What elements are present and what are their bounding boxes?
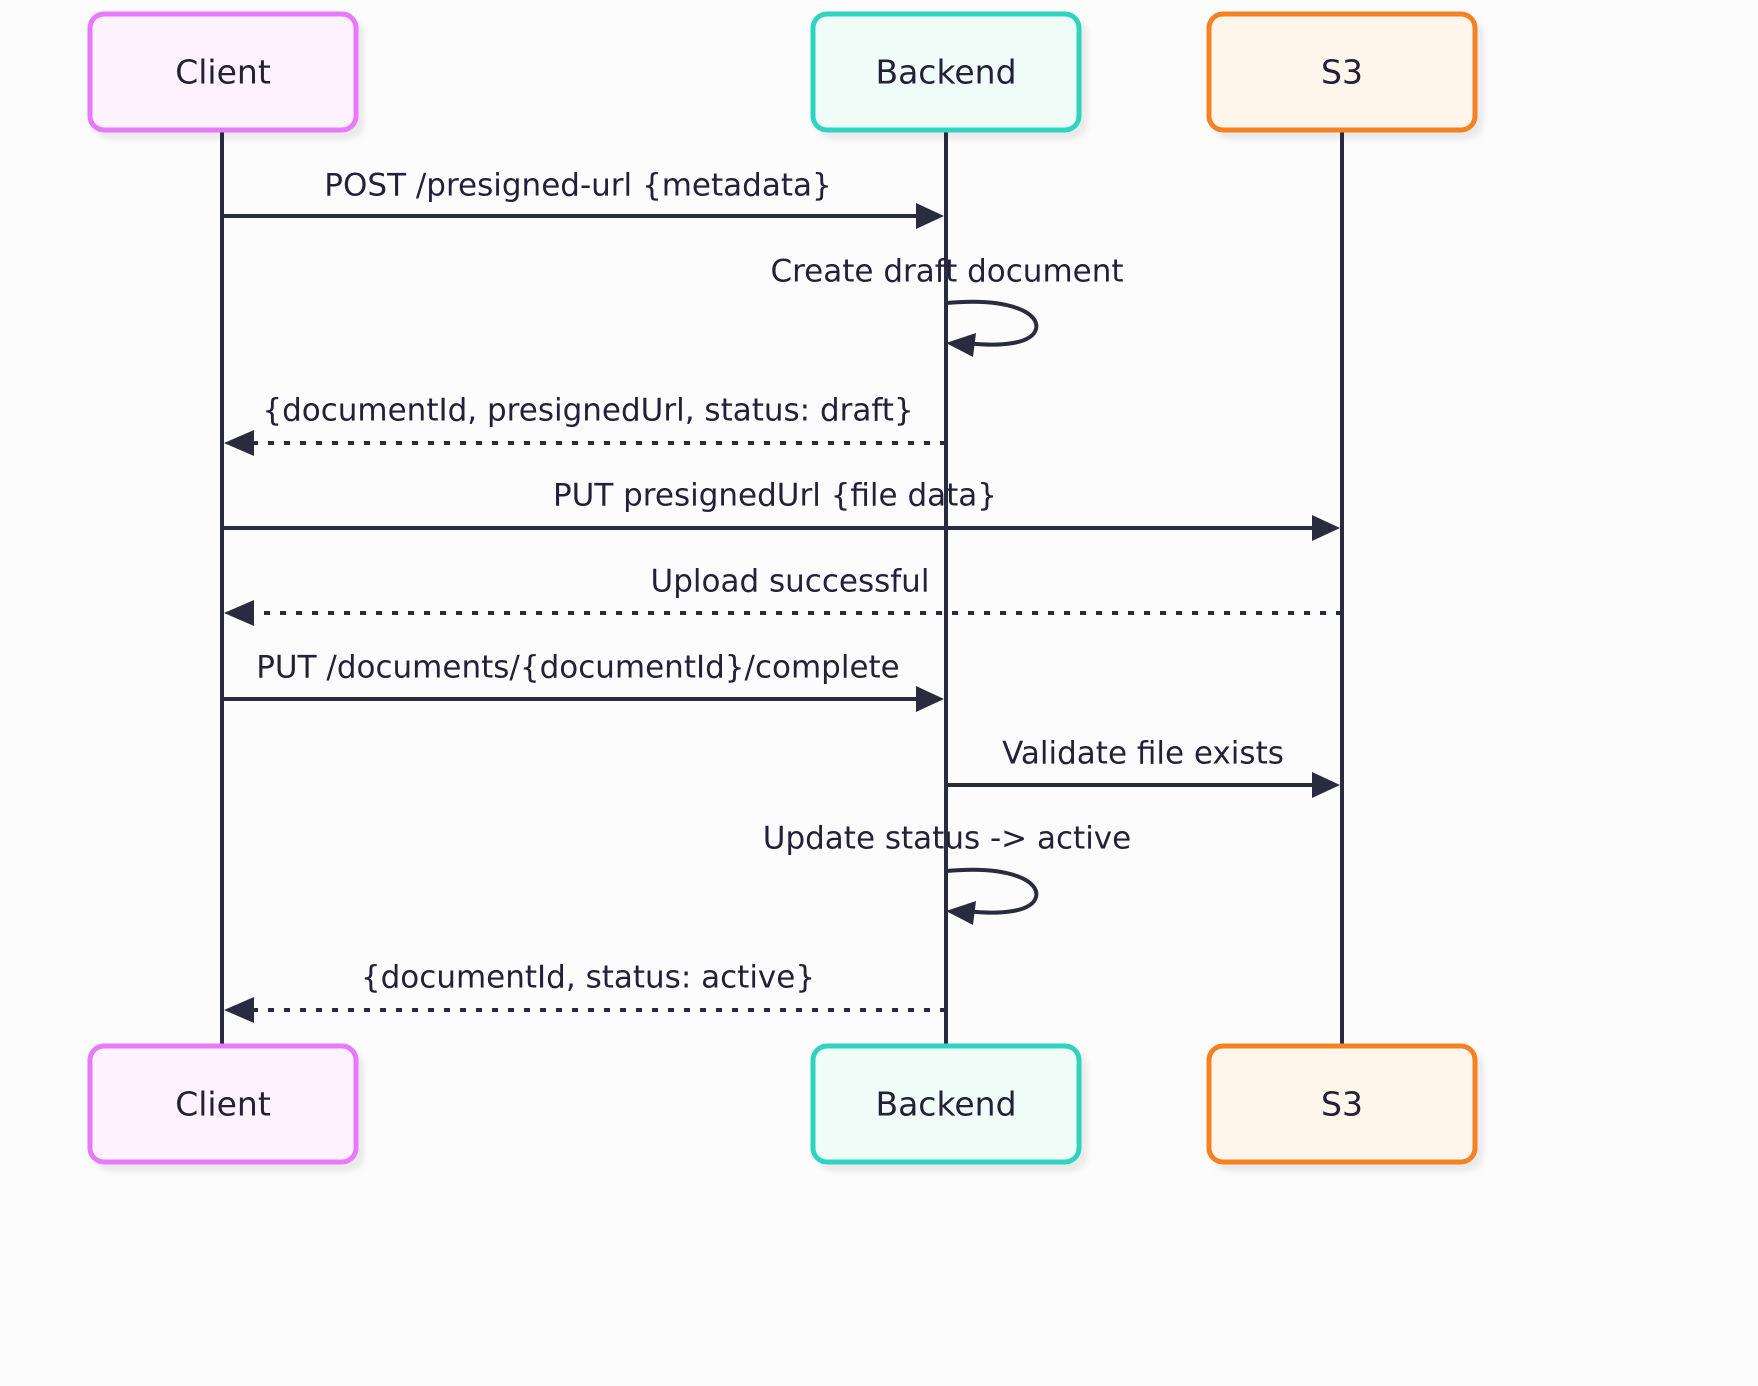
participant-backend-bottom[interactable]: Backend	[810, 1043, 1082, 1165]
participant-label-s3-top: S3	[1321, 53, 1363, 92]
participant-box[interactable]	[87, 1043, 359, 1165]
participant-box[interactable]	[1206, 1043, 1478, 1165]
participant-label-client-bottom: Client	[175, 1085, 271, 1124]
participant-label-backend-bottom: Backend	[875, 1085, 1016, 1124]
message-label: PUT /documents/{documentId}/complete	[256, 650, 900, 686]
participant-client-bottom[interactable]: Client	[87, 1043, 359, 1165]
participant-label-s3-bottom: S3	[1321, 1085, 1363, 1124]
arrow-head-right	[1312, 515, 1340, 541]
message-put-presigned-url-file-data[interactable]: PUT presignedUrl {file data}	[222, 478, 1340, 542]
arrow-head-left	[224, 997, 254, 1023]
arrow-head-left	[224, 600, 254, 626]
participant-label-backend-top: Backend	[875, 53, 1016, 92]
self-loop-arc	[945, 867, 1039, 915]
message-label: POST /presigned-url {metadata}	[324, 168, 831, 204]
participant-client-top[interactable]: Client	[87, 11, 359, 133]
participant-box[interactable]	[810, 11, 1082, 133]
participant-box[interactable]	[87, 11, 359, 133]
message-update-status-active[interactable]: Update status -> active	[763, 821, 1131, 926]
message-put-documents-complete[interactable]: PUT /documents/{documentId}/complete	[222, 650, 944, 713]
lifelines	[220, 130, 1344, 1048]
message-label: Create draft document	[770, 254, 1123, 290]
participant-box[interactable]	[810, 1043, 1082, 1165]
arrow-head-left	[946, 901, 976, 925]
participant-s3-bottom[interactable]: S3	[1206, 1043, 1478, 1165]
message-create-draft-document[interactable]: Create draft document	[770, 254, 1124, 358]
message-post-presigned-url[interactable]: POST /presigned-url {metadata}	[222, 168, 944, 230]
self-loop-arc	[945, 299, 1039, 347]
message-label: Update status -> active	[763, 821, 1131, 857]
message-label: {documentId, status: active}	[361, 960, 815, 996]
message-label: {documentId, presignedUrl, status: draft…	[262, 393, 913, 429]
message-label: PUT presignedUrl {file data}	[553, 478, 997, 514]
arrow-head-left	[224, 430, 254, 456]
participant-label-client-top: Client	[175, 53, 271, 92]
message-upload-successful[interactable]: Upload successful	[224, 564, 1342, 627]
message-return-documentid-presignedurl[interactable]: {documentId, presignedUrl, status: draft…	[224, 393, 946, 457]
participant-box[interactable]	[1206, 11, 1478, 133]
arrow-head-right	[916, 203, 944, 229]
arrow-head-right	[1312, 772, 1340, 798]
participant-backend-top[interactable]: Backend	[810, 11, 1082, 133]
message-validate-file-exists[interactable]: Validate file exists	[946, 736, 1340, 799]
arrow-head-left	[946, 333, 976, 357]
arrow-head-right	[916, 686, 944, 712]
message-label: Validate file exists	[1002, 736, 1284, 772]
participant-s3-top[interactable]: S3	[1206, 11, 1478, 133]
message-label: Upload successful	[651, 564, 930, 600]
message-return-documentid-status-active[interactable]: {documentId, status: active}	[224, 960, 946, 1024]
